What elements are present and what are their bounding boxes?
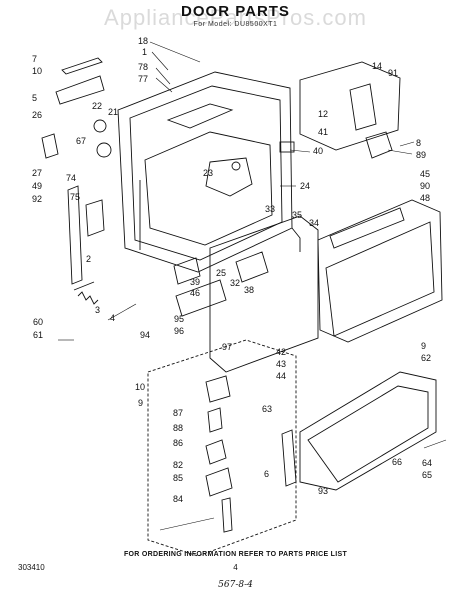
callout-label: 27 [32,168,42,178]
callout-label: 3 [95,305,100,315]
callout-label: 14 [372,61,382,71]
callout-label: 61 [33,330,43,340]
callout-label: 60 [33,317,43,327]
callout-label: 48 [420,193,430,203]
callout-label: 82 [173,460,183,470]
callout-label: 96 [174,326,184,336]
callout-label: 1 [142,47,147,57]
callout-label: 5 [32,93,37,103]
callout-label: 64 [422,458,432,468]
callout-label: 46 [190,288,200,298]
callout-label: 22 [92,101,102,111]
callout-label: 9 [138,398,143,408]
callout-labels: 18 1 7 10 78 77 5 26 27 49 92 22 21 67 7… [32,36,432,504]
callout-label: 49 [32,181,42,191]
callout-label: 62 [421,353,431,363]
callout-label: 23 [203,168,213,178]
callout-label: 90 [420,181,430,191]
callout-label: 33 [265,204,275,214]
hinge-assembly [279,61,401,159]
callout-label: 88 [173,423,183,433]
callout-label: 91 [388,68,398,78]
callout-label: 8 [416,138,421,148]
lower-panel [281,371,437,491]
callout-label: 18 [138,36,148,46]
callout-label: 75 [70,192,80,202]
model-subtitle: For Model: DU8500XT1 [193,21,278,28]
callout-label: 77 [138,74,148,84]
callout-label: 78 [138,62,148,72]
callout-label: 39 [190,277,200,287]
callout-label: 7 [32,54,37,64]
outer-door-panel [317,199,443,343]
callout-label: 10 [32,66,42,76]
callout-label: 93 [318,486,328,496]
console-box [147,339,297,557]
callout-label: 38 [244,285,254,295]
callout-label: 21 [108,107,118,117]
page-title: DOOR PARTS [181,3,290,20]
callout-label: 85 [173,473,183,483]
callout-label: 86 [173,438,183,448]
callout-label: 42 [276,347,286,357]
callout-label: 87 [173,408,183,418]
callout-label: 95 [174,314,184,324]
callout-label: 74 [66,173,76,183]
leader-lines [58,41,447,531]
callout-label: 9 [421,341,426,351]
handwritten-code: 567-8-4 [218,580,253,590]
callout-label: 94 [140,330,150,340]
door-center-panel [173,215,319,373]
drawing-code: 303410 [18,563,45,572]
callout-label: 44 [276,371,286,381]
callout-label: 41 [318,127,328,137]
ordering-note: FOR ORDERING INFORMATION REFER TO PARTS … [123,551,348,558]
callout-label: 32 [230,278,240,288]
callout-label: 12 [318,109,328,119]
callout-label: 89 [416,150,426,160]
callout-label: 84 [173,494,183,504]
dispenser-area [205,157,253,197]
page-number: 4 [233,563,238,572]
callout-label: 2 [86,254,91,264]
callout-label: 65 [422,470,432,480]
callout-label: 10 [135,382,145,392]
callout-label: 26 [32,110,42,120]
callout-label: 4 [110,313,115,323]
callout-label: 66 [392,457,402,467]
callout-label: 63 [262,404,272,414]
callout-label: 97 [222,342,232,352]
callout-label: 67 [76,136,86,146]
left-trim-parts [41,57,112,305]
callout-label: 45 [420,169,430,179]
callout-label: 40 [313,146,323,156]
callout-label: 6 [264,469,269,479]
callout-label: 92 [32,194,42,204]
callout-label: 34 [309,218,319,228]
callout-label: 35 [292,210,302,220]
callout-label: 24 [300,181,310,191]
callout-label: 25 [216,268,226,278]
callout-label: 43 [276,359,286,369]
